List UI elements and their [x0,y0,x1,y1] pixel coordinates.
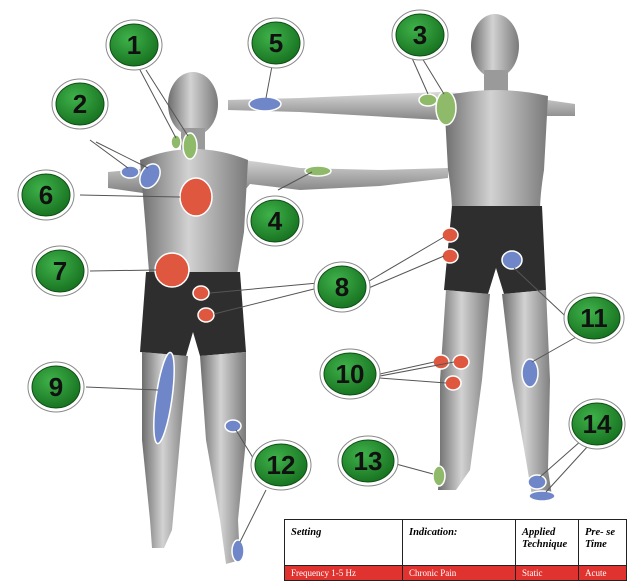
cell-pre-session-time: Acute [579,566,627,581]
cell-setting: Frequency 1-5 Hz [285,566,403,581]
badge-7: 7 [32,246,88,296]
badge-1: 1 [106,20,162,70]
marker-upper-back-red [180,178,212,216]
badge-6-label: 6 [39,180,53,210]
settings-table: Setting Indication: Applied Technique Pr… [284,519,627,581]
badge-12: 12 [251,440,311,490]
marker-heel-blue [232,540,244,562]
marker-shoulder-blue-1 [121,166,139,178]
badge-5-label: 5 [269,28,283,58]
badge-2: 2 [52,79,108,129]
badge-4: 4 [247,196,303,246]
front-figure-left-leg [502,290,552,496]
marker-hip-red-1 [193,286,209,300]
table-header-row: Setting Indication: Applied Technique Pr… [285,520,627,566]
badge-10-label: 10 [336,359,365,389]
marker-forearm-green [305,166,331,176]
marker-foot-blue-1 [528,475,546,489]
marker-hip-red-2 [198,308,214,322]
marker-knee-red-3 [445,376,461,390]
marker-hand-blue [249,97,281,111]
marker-knee-red-2 [453,355,469,369]
badge-10: 10 [320,349,380,399]
badge-5: 5 [248,18,304,68]
header-indication: Indication: [403,520,516,566]
badge-8-label: 8 [335,272,349,302]
marker-calf-blue [225,420,241,432]
marker-knee-red-1 [433,355,449,369]
cell-applied-technique: Static [516,566,579,581]
badge-4-label: 4 [268,206,283,236]
marker-groin-red-1 [442,228,458,242]
marker-shin-blue [522,359,538,387]
badge-11: 11 [564,293,624,343]
back-figure-right-leg [200,352,246,564]
cell-indication: Chronic Pain [403,566,516,581]
table-row: Frequency 1-5 Hz Chronic Pain Static Acu… [285,566,627,581]
badge-8: 8 [314,262,370,312]
front-figure-shorts [444,206,546,294]
front-figure-neck [484,70,508,92]
badge-1-label: 1 [127,30,141,60]
badge-2-label: 2 [73,89,87,119]
badge-13-label: 13 [354,446,383,476]
marker-lower-back-red [155,253,189,287]
marker-deltoid-green-2 [436,91,456,125]
marker-deltoid-green-1 [419,94,437,106]
header-pre-session-time: Pre- se Time [579,520,627,566]
badge-7-label: 7 [53,256,67,286]
badge-12-label: 12 [267,450,296,480]
marker-foot-blue-2 [529,491,555,501]
badge-14: 14 [569,399,625,449]
badge-6: 6 [18,170,74,220]
header-applied-technique: Applied Technique [516,520,579,566]
back-figure-head [168,72,218,136]
badge-14-label: 14 [583,409,612,439]
header-setting: Setting [285,520,403,566]
front-view-figure [228,14,575,496]
front-figure-right-leg [438,290,490,490]
marker-thigh-blue [502,251,522,269]
badge-11-label: 11 [580,303,608,333]
marker-groin-red-2 [442,249,458,263]
marker-neck-green [183,133,197,159]
badge-3: 3 [392,10,448,60]
front-figure-head [471,14,519,78]
badge-3-label: 3 [413,20,427,50]
back-figure-shorts [140,272,246,356]
front-figure-torso [444,90,548,212]
badge-9: 9 [28,362,84,412]
badge-9-label: 9 [49,372,63,402]
badge-13: 13 [338,436,398,486]
marker-ankle-green [433,466,445,486]
